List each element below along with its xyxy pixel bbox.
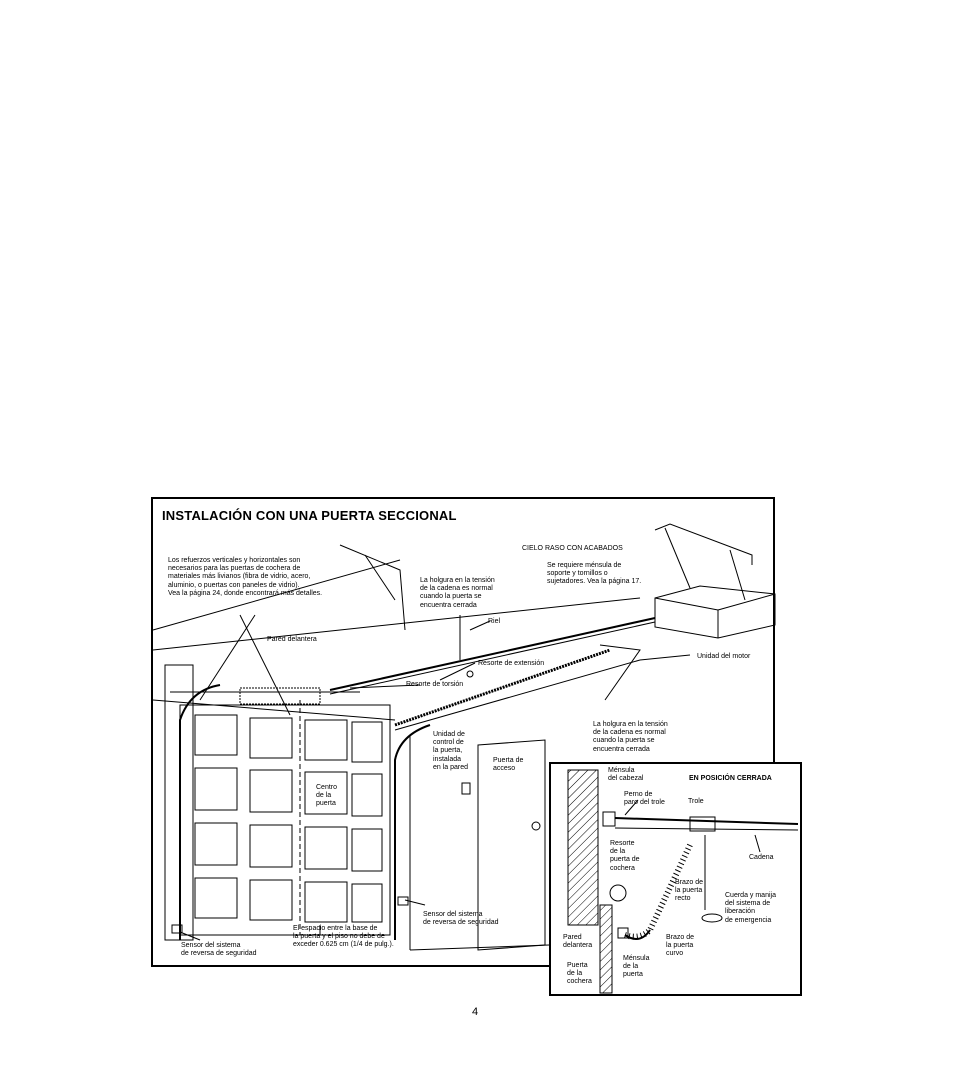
inset-spring-wheel [609,884,627,902]
page-number: 4 [472,1006,479,1018]
bracket-strut [364,554,396,601]
inset-label-garage-door: Puerta de la cochera [567,962,592,986]
door-panels [194,714,383,923]
reinforce-pointer-1 [239,614,291,716]
inset-label-release-cord: Cuerda y manija del sistema de liberació… [725,892,776,924]
label-chain-slack-right: La holgura en la tensión de la cadena es… [593,721,668,753]
label-access-door: Puerta de acceso [493,757,524,773]
rail-line [329,617,656,691]
rail-line-lower [329,621,656,695]
inset-wall-hatch [567,769,599,926]
label-extension-spring: Resorte de extensión [478,660,545,667]
label-front-wall: Pared delantera [267,636,317,643]
label-rail: Riel [488,618,501,625]
inset-rail-lower [614,827,799,831]
inset-curved-arm [624,929,651,940]
label-chain-slack-top: La holgura en la tensión de la cadena es… [420,577,495,609]
inset-door-bracket [617,927,629,939]
ceiling-bracket [339,544,406,631]
inset-rail [614,817,799,825]
pulley [466,670,474,678]
inset-header-bracket [602,811,616,827]
label-door-center: Centro de la puerta [316,784,338,808]
leader-sensor-right [404,899,426,906]
inset-label-header-bracket: Ménsula del cabezal [608,767,644,783]
floor-line [409,944,550,951]
label-motor-unit: Unidad del motor [697,653,751,660]
label-door-control: Unidad de control de la puerta, instalad… [433,731,469,771]
inset-trolley [689,816,716,832]
label-reinforcement: Los refuerzos verticales y horizontales … [168,557,323,597]
wall-control-unit [461,782,471,795]
inset-label-chain: Cadena [749,854,774,861]
label-sensor-right: Sensor del sistema de reversa de segurid… [423,911,499,927]
inset-release-handle [701,913,723,923]
inset-label-curved-arm: Brazo de la puerta curvo [666,934,695,958]
inset-label-straight-arm: Brazo de la puerta recto [675,879,704,903]
sensor-left-icon [171,924,183,934]
diagram-title: INSTALACIÓN CON UNA PUERTA SECCIONAL [162,508,457,523]
inset-label-front-wall: Pared delantera [563,934,593,950]
leader-extension [439,662,476,681]
inset-label-trolley-stop-bolt: Perno de paro del trole [624,791,665,807]
motor-unit [654,585,776,639]
label-torsion-spring: Resorte de torsión [406,681,464,688]
right-track [394,724,431,940]
extension-spring [394,648,611,727]
label-sensor-left: Sensor del sistema de reversa de segurid… [181,942,257,958]
inset-label-trolley: Trole [688,798,704,805]
inset-title: EN POSICIÓN CERRADA [689,775,772,782]
label-ceiling-note: Se requiere ménsula de soporte y tornill… [547,562,642,586]
torsion-spring [239,687,321,705]
inset-label-door-bracket: Ménsula de la puerta [623,955,650,979]
motor-hanger-left [664,527,691,589]
horizontal-track [394,659,641,731]
left-track [179,684,221,940]
leader-rail [469,620,491,631]
leader-sensor-left [179,931,201,941]
inset-door-hatch [599,904,613,994]
leader-torsion [349,684,421,689]
motor-hanger-bar [654,523,753,565]
ceiling-line-1 [152,559,401,631]
header-line [152,699,396,721]
track-hanger [599,644,641,701]
leader-motor [639,654,691,661]
reinforce-pointer-2 [199,614,256,701]
motor-hanger-right [729,549,746,601]
label-gap-note: El espacio entre la base de la puerta y … [293,925,394,949]
motor-edge [654,597,719,611]
inset-label-door-spring: Resorte de la puerta de cochera [610,840,640,872]
access-door-knob [531,821,541,831]
inset-leader-chain [754,834,761,853]
label-ceiling: CIELO RASO CON ACABADOS [522,545,623,552]
inset-leader-bolt [624,799,639,816]
ceiling-line-2 [152,597,641,651]
